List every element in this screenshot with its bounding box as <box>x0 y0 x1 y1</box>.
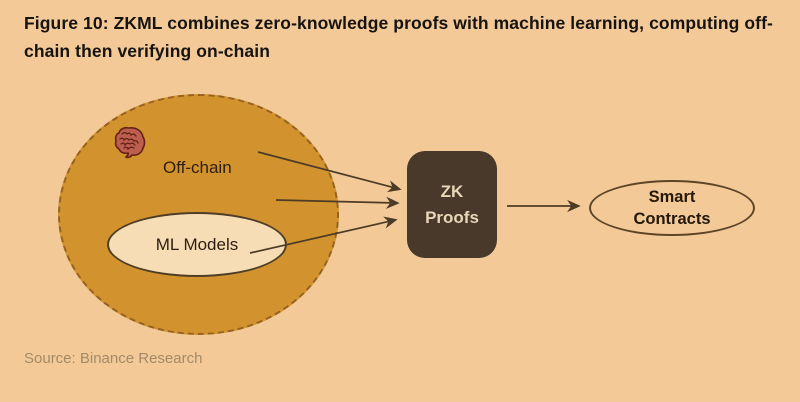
brain-icon <box>114 126 146 160</box>
zk-proofs-label: ZK Proofs <box>425 181 479 227</box>
smart-contracts-label: Smart Contracts <box>633 188 711 228</box>
smart-contracts-ellipse: Smart Contracts <box>589 180 755 236</box>
source-attribution: Source: Binance Research <box>24 350 203 367</box>
offchain-label: Off-chain <box>163 158 232 177</box>
figure-title: Figure 10: ZKML combines zero-knowledge … <box>24 13 773 61</box>
ml-models-label: ML Models <box>155 234 239 254</box>
ml-models-ellipse: ML Models <box>107 212 287 277</box>
zk-proofs-box: ZK Proofs <box>407 151 497 258</box>
